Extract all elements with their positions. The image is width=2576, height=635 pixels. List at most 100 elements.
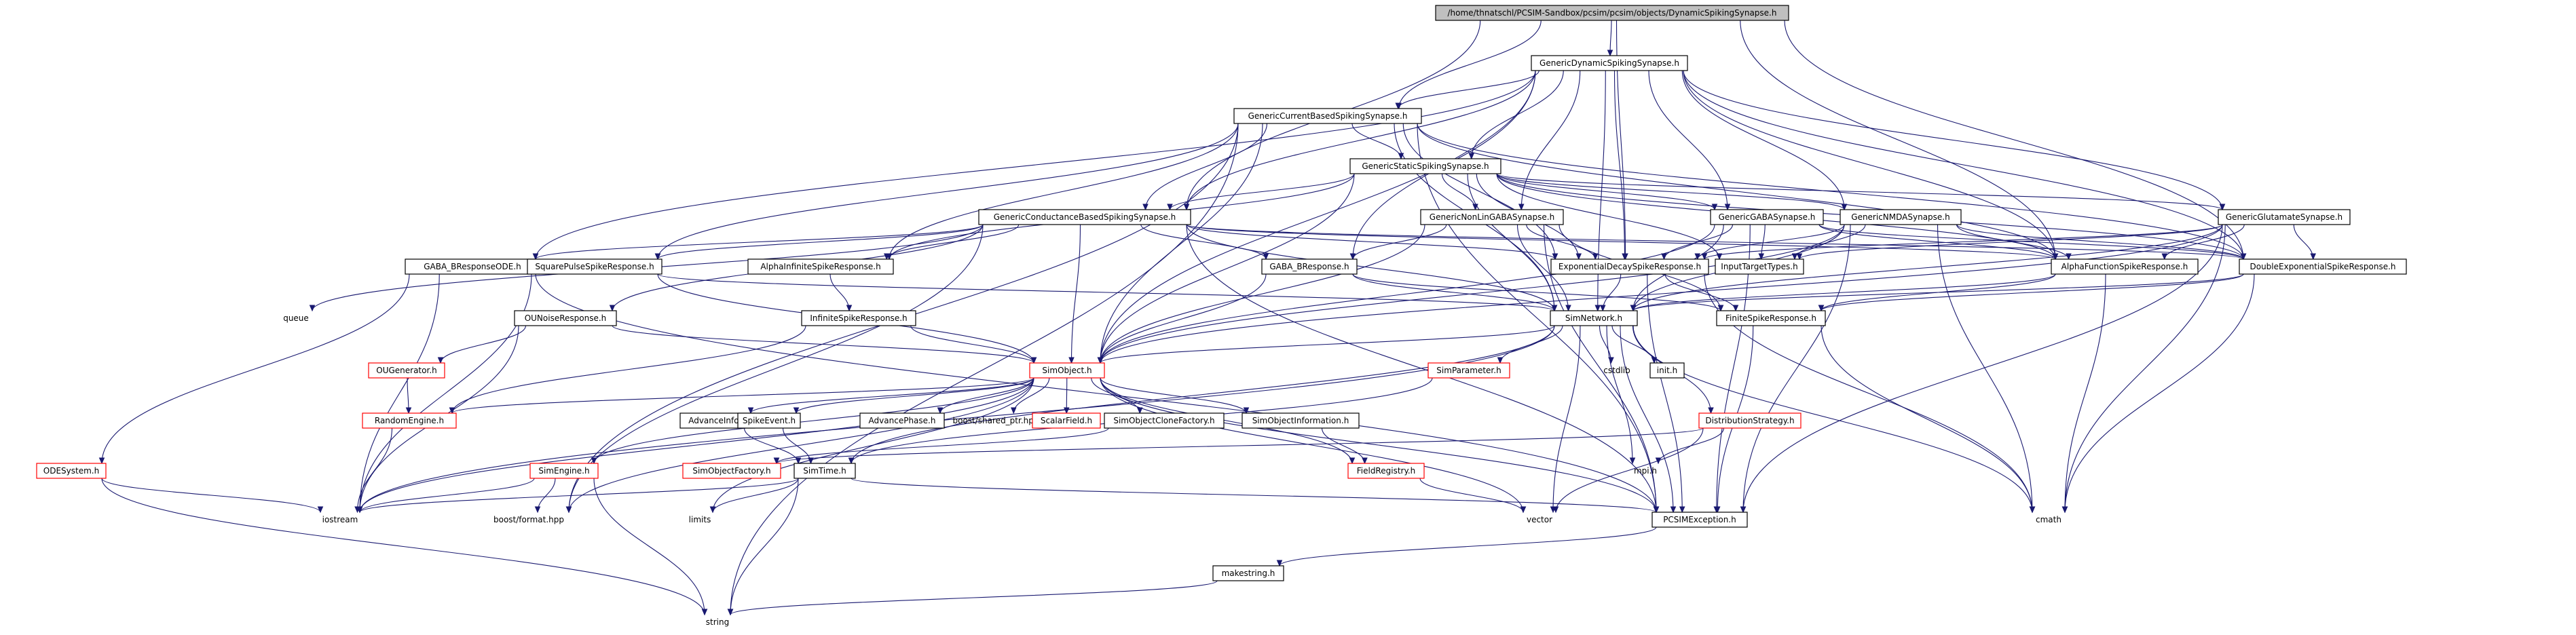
edge-line (359, 273, 440, 513)
edge-makestring-h-to-string (727, 580, 1218, 616)
edge-arrowhead (532, 253, 539, 261)
edge-line (440, 325, 527, 364)
edge-simobjectinformation-h-to-fieldregistry-h (1321, 427, 1368, 465)
node-simengine-h: SimEngine.h (529, 463, 599, 479)
node-makestring-h[interactable]: makestring.h (1212, 565, 1284, 581)
node-genericstaticspikingsynapse-h[interactable]: GenericStaticSpikingSynapse.h (1349, 158, 1501, 174)
node-advancephase-h[interactable]: AdvancePhase.h (859, 412, 945, 429)
node-genericdynamicspikingsynapse-h[interactable]: GenericDynamicSpikingSynapse.h (1531, 55, 1688, 71)
edge-squarepulsespikeresponse-h-to-simnetwork-h (657, 273, 1558, 312)
node-simparameter-h: SimParameter.h (1427, 362, 1510, 379)
edge-line (2064, 273, 2255, 513)
edge-line (1742, 224, 1851, 513)
node-pcsimexception-h[interactable]: PCSIMException.h (1651, 512, 1748, 528)
node-genericnonlingabasynapse-h[interactable]: GenericNonLinGABASynapse.h (1420, 209, 1564, 225)
edge-line (1821, 325, 2033, 513)
node-label: GenericNMDASynapse.h (1851, 212, 1949, 222)
node-gaba-bresponseode-h[interactable]: GABA_BResponseODE.h (405, 258, 540, 275)
edge-distributionstrategy-h-to-simobjectfactory-h (773, 427, 1704, 465)
edge-arrowhead (1010, 407, 1017, 415)
edge-arrowhead (565, 506, 572, 514)
edge-line (1821, 273, 2244, 311)
edge-arrowhead (1594, 305, 1601, 312)
node-genericgabasynapse-h[interactable]: GenericGABASynapse.h (1710, 209, 1824, 225)
edge-line (712, 377, 1034, 513)
node-box (527, 258, 662, 275)
node-alphafunctionspikeresponse-h[interactable]: AlphaFunctionSpikeResponse.h (2051, 258, 2199, 275)
edge-simobject-h-to-advanceinfo-h (747, 377, 1034, 415)
node-label: PCSIMException.h (1663, 515, 1736, 524)
node-label: boost/format.hpp (493, 515, 564, 524)
node-cstdlib: cstdlib (1603, 366, 1630, 375)
node-label: RandomEngine.h (375, 416, 444, 425)
edge-genericdynamicspikingsynapse-h-to-genericcurrentbasedspikingsynapse-h (1395, 70, 1539, 110)
node-advanceinfo-h[interactable]: AdvanceInfo.h (679, 412, 755, 429)
node-simnetwork-h[interactable]: SimNetwork.h (1550, 310, 1638, 326)
node-ounoiseresponse-h[interactable]: OUNoiseResponse.h (514, 310, 617, 326)
edge-arrowhead (1468, 153, 1475, 160)
edge-arrowhead (98, 457, 105, 465)
node-exponentialdecayspikeresponse-h[interactable]: ExponentialDecaySpikeResponse.h (1550, 258, 1709, 275)
edge-genericnonlingabasynapse-h-to-simnetwork-h (1516, 224, 1571, 312)
node-ougenerator-h: OUGenerator.h (368, 362, 445, 379)
node-squarepulsespikeresponse-h[interactable]: SquarePulseSpikeResponse.h (527, 258, 662, 275)
node-label: GenericGlutamateSynapse.h (2226, 212, 2342, 222)
edge-genericnonlingabasynapse-h-to-gaba-bresponse-h (1349, 224, 1447, 261)
edge-line (1186, 224, 1556, 260)
edge-line (1186, 224, 1555, 311)
node-doubleexponentialspikeresponse-h[interactable]: DoubleExponentialSpikeResponse.h (2239, 258, 2407, 275)
edge-genericglutamatesynapse-h-to-pcsimexception-h (1740, 224, 2223, 514)
edge-line (1100, 325, 1555, 364)
edge-line (1496, 173, 1845, 210)
node-box (1420, 209, 1564, 225)
edge-genericglutamatesynapse-h-to-exponentialdecayspikeresponse-h (1701, 224, 2223, 261)
node-label: SquarePulseSpikeResponse.h (535, 262, 654, 271)
edge-line (535, 224, 984, 260)
node-infinitespikeresponse-h[interactable]: InfiniteSpikeResponse.h (801, 310, 916, 326)
node-gaba-bresponse-h[interactable]: GABA_BResponse.h (1261, 258, 1358, 275)
node-label: GenericGABASynapse.h (1719, 212, 1816, 222)
edge-line (1100, 224, 1845, 364)
graph-edges (98, 20, 2317, 616)
edge-dynamicspikingsynapse-h-to-genericcurrentbasedspikingsynapse-h (1396, 20, 1542, 110)
node-inputtargettypes-h[interactable]: InputTargetTypes.h (1715, 258, 1804, 275)
edge-line (1186, 224, 2244, 260)
edge-genericstaticspikingsynapse-h-to-genericconductancebasedspikingsynapse-h (1167, 173, 1355, 211)
edge-arrowhead (2029, 506, 2036, 514)
edge-genericdynamicspikingsynapse-h-to-doubleexponentialspikeresponse-h (1683, 70, 2247, 261)
edge-line (1100, 273, 1267, 364)
node-genericnmdasynapse-h[interactable]: GenericNMDASynapse.h (1840, 209, 1962, 225)
node-genericcurrentbasedspikingsynapse-h[interactable]: GenericCurrentBasedSpikingSynapse.h (1233, 108, 1422, 124)
node-box (1261, 258, 1358, 275)
edge-line (886, 224, 1020, 260)
edge-squarepulsespikeresponse-h-to-iostream (356, 273, 532, 514)
edge-genericnonlingabasynapse-h-to-exponentialdecayspikeresponse-h (1526, 224, 1599, 261)
edge-simobject-h-to-simobjectinformation-h (1100, 377, 1250, 415)
node-randomengine-h: RandomEngine.h (362, 412, 457, 429)
edge-simnetwork-h-to-mpi-h (1606, 325, 1636, 465)
node-init-h[interactable]: init.h (1649, 362, 1685, 379)
edge-line (1417, 123, 2056, 260)
edge-line (359, 377, 1034, 513)
node-alphainfinitespikeresponse-h[interactable]: AlphaInfiniteSpikeResponse.h (747, 258, 894, 275)
edge-genericdynamicspikingsynapse-h-to-exponentialdecayspikeresponse-h (1613, 70, 1628, 261)
edge-line (593, 478, 705, 615)
node-genericglutamatesynapse-h[interactable]: GenericGlutamateSynapse.h (2218, 209, 2351, 225)
edge-arrowhead (1630, 305, 1637, 312)
node-simtime-h[interactable]: SimTime.h (794, 463, 856, 479)
edge-line (1100, 377, 1353, 464)
edge-simobject-h-to-advancephase-h (937, 377, 1034, 415)
edge-simobject-h-to-vector (1100, 377, 1527, 514)
node-spikeevent-h[interactable]: SpikeEvent.h (737, 412, 801, 429)
edge-arrowhead (1349, 457, 1356, 465)
node-finitespikeresponse-h[interactable]: FiniteSpikeResponse.h (1716, 310, 1826, 326)
edge-line (1613, 70, 1626, 260)
edge-genericconductancebasedspikingsynapse-h-to-squarepulsespikeresponse-h (654, 224, 984, 261)
edge-arrowhead (709, 506, 716, 514)
node-simobjectinformation-h[interactable]: SimObjectInformation.h (1242, 412, 1360, 429)
node-dynamicspikingsynapse-h[interactable]: /home/thnatschl/PCSIM-Sandbox/pcsim/pcsi… (1435, 5, 1789, 21)
edge-arrowhead (591, 457, 597, 465)
edge-arrowhead (727, 609, 734, 616)
node-genericconductancebasedspikingsynapse-h[interactable]: GenericConductanceBasedSpikingSynapse.h (978, 209, 1191, 225)
node-simobjectclonefactory-h[interactable]: SimObjectCloneFactory.h (1104, 412, 1225, 429)
